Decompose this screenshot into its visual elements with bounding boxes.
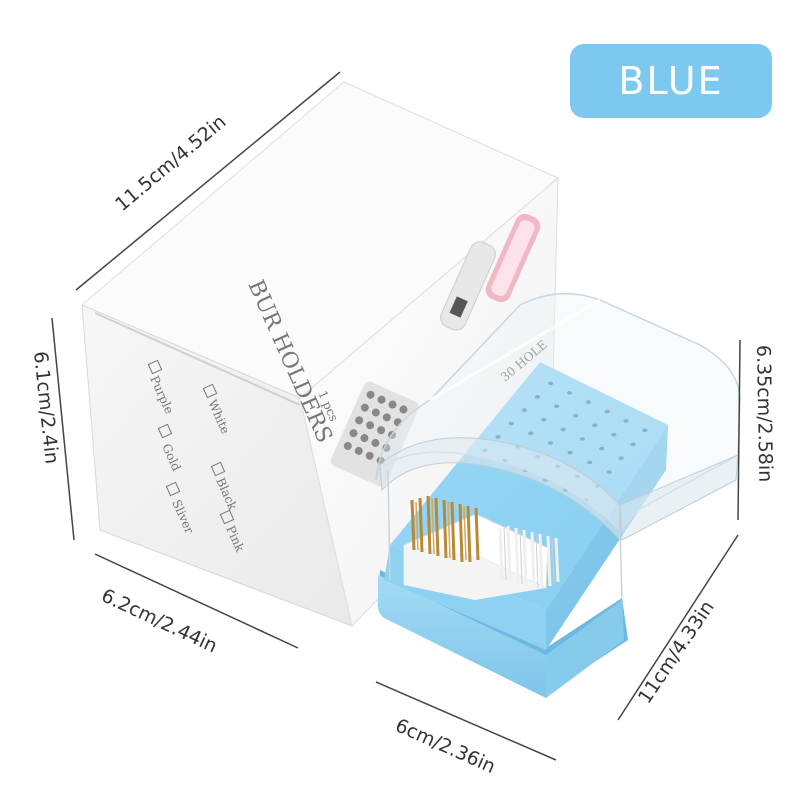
hole bbox=[541, 418, 547, 422]
checkbox-icon bbox=[157, 423, 173, 439]
holder-base-front bbox=[377, 575, 546, 698]
hole bbox=[618, 456, 624, 461]
hole bbox=[495, 435, 501, 439]
hole bbox=[630, 442, 636, 447]
dim-line-holder-height bbox=[737, 339, 741, 521]
dim-line-box-height bbox=[51, 317, 75, 541]
hole bbox=[623, 419, 629, 423]
dim-line-box-length bbox=[75, 71, 341, 291]
box-print-pink-holder bbox=[485, 213, 541, 303]
dim-line-box-width bbox=[94, 553, 299, 649]
hole bbox=[554, 404, 560, 409]
hole bbox=[534, 395, 541, 399]
dim-holder-height: 6.35cm/2.58in bbox=[752, 345, 776, 483]
checkbox-icon bbox=[165, 481, 181, 497]
hole bbox=[592, 423, 598, 428]
hole bbox=[548, 381, 554, 386]
hole bbox=[604, 409, 610, 414]
hole bbox=[566, 391, 573, 395]
box-print-white-holder bbox=[440, 241, 496, 331]
hole bbox=[585, 400, 591, 404]
dim-line-holder-length bbox=[617, 534, 739, 721]
checkbox-icon bbox=[219, 509, 235, 525]
checkbox-icon bbox=[210, 461, 226, 477]
dim-box-width: 6.2cm/2.44in bbox=[98, 585, 221, 658]
hole bbox=[611, 433, 617, 437]
dim-box-height: 6.1cm/2.4in bbox=[29, 350, 63, 465]
hole bbox=[579, 437, 586, 441]
product-box: BUR HOLDERS 1 pcs 30 HOLE White Black Pi… bbox=[81, 81, 559, 628]
hole bbox=[567, 450, 573, 455]
checkbox-icon bbox=[202, 383, 218, 399]
checkbox-icon bbox=[147, 359, 163, 375]
dim-holder-length: 11cm/4.33in bbox=[634, 597, 719, 708]
bur-holder bbox=[375, 292, 741, 698]
dimension-lines bbox=[51, 71, 741, 761]
brass-bristles bbox=[410, 495, 480, 563]
clear-lid bbox=[375, 292, 741, 599]
hole bbox=[508, 421, 514, 426]
hole bbox=[560, 427, 566, 432]
hole bbox=[606, 470, 612, 474]
hole bbox=[573, 414, 579, 418]
nylon-bristles bbox=[498, 525, 560, 589]
hole bbox=[587, 460, 593, 465]
dim-holder-width: 6cm/2.36in bbox=[392, 714, 499, 778]
holder-base-side bbox=[546, 600, 624, 698]
hole bbox=[642, 428, 648, 433]
hole bbox=[599, 446, 605, 451]
dim-line-holder-width bbox=[375, 681, 557, 761]
hole bbox=[521, 408, 527, 412]
cleaning-brush bbox=[403, 495, 560, 600]
hole bbox=[528, 431, 534, 436]
color-badge: BLUE bbox=[570, 44, 772, 118]
hole bbox=[547, 441, 554, 445]
